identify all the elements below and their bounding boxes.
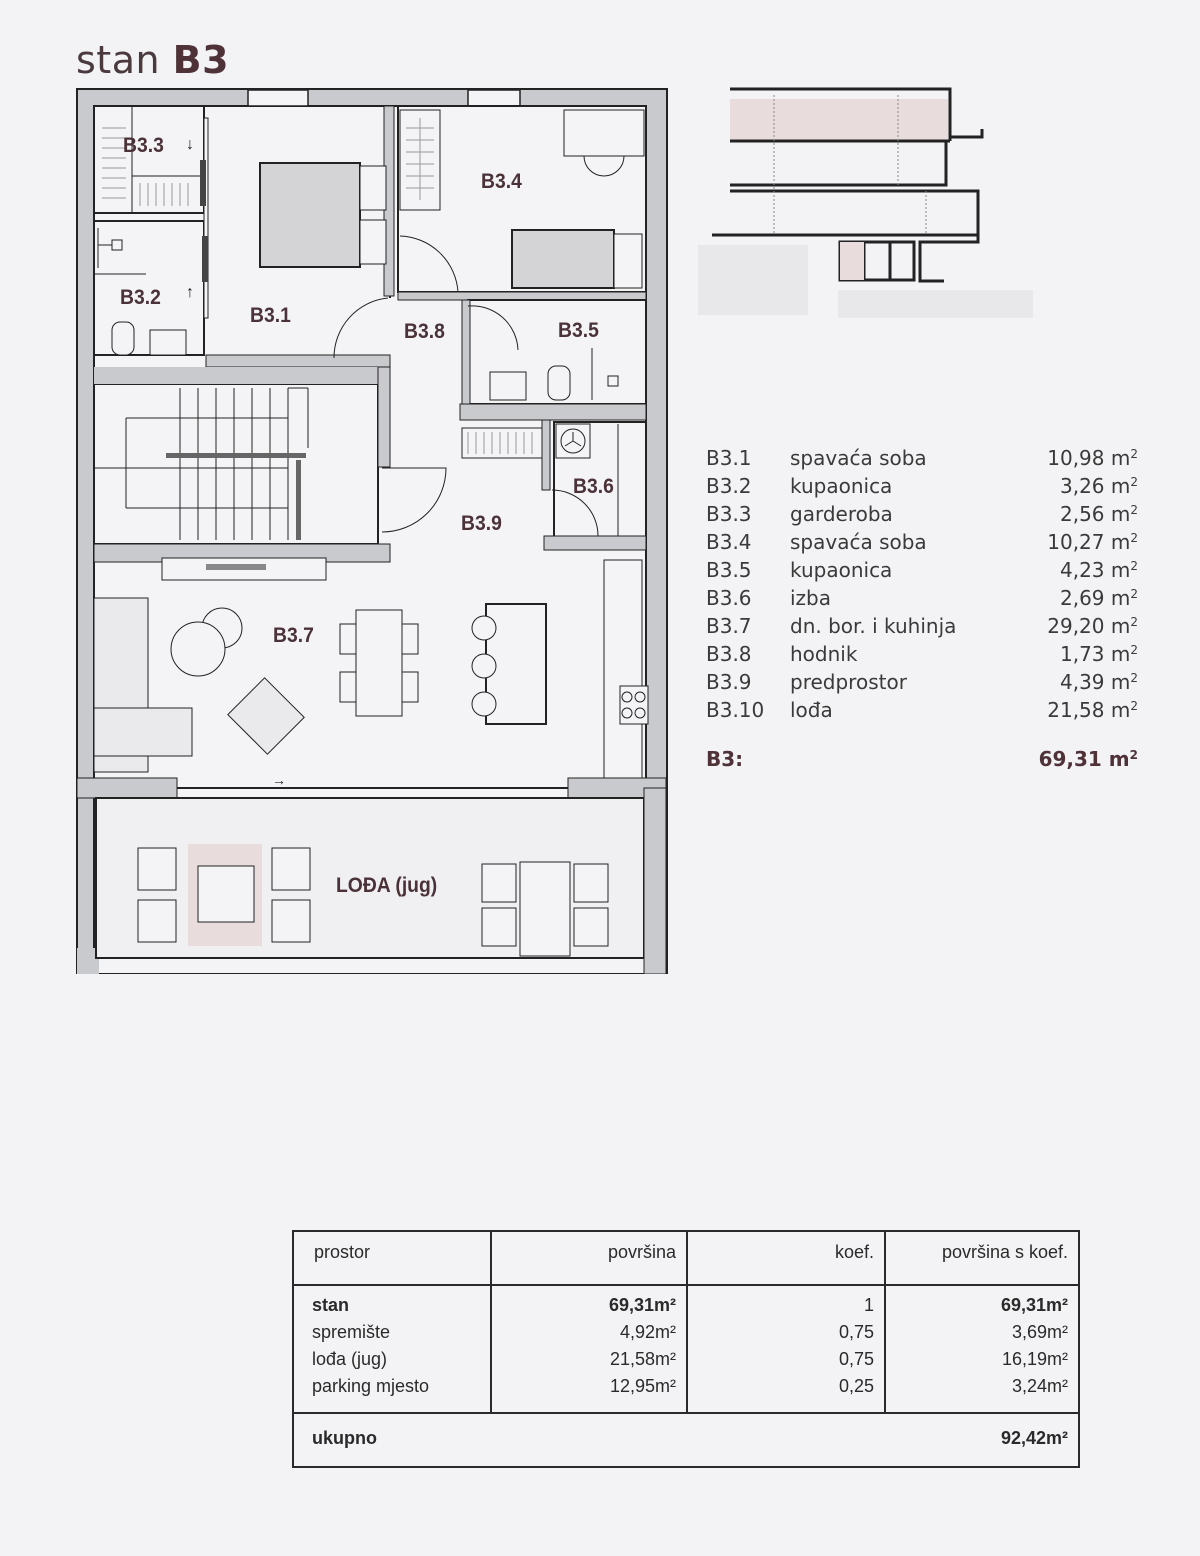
table-cell: 21,58m² (609, 1349, 676, 1369)
rooms-total-row: B3: 69,31 m2 (706, 744, 1146, 774)
room-code: B3.4 (706, 530, 752, 554)
room-area: 29,20 m2 (1047, 614, 1138, 638)
room-name: spavaća soba (790, 446, 927, 470)
table-cell: 4,92m² (619, 1322, 676, 1342)
room-label-b3-7: B3.7 (273, 624, 314, 647)
room-label-b3-5: B3.5 (558, 319, 599, 342)
floor-plan: B3.3 ↓ B3.2 ↑ B3.1 B3.4 B3.8 B3.5 B3.6 B… (76, 88, 668, 974)
table-cell: 12,95m² (609, 1376, 676, 1396)
room-code: B3.2 (706, 474, 752, 498)
arrow-right-icon: → (272, 772, 286, 788)
room-area: 4,39 m2 (1059, 670, 1138, 694)
table-cell: 69,31m² (608, 1295, 676, 1315)
room-area: 10,27 m2 (1047, 530, 1138, 554)
room-label-loggia: LOĐA (jug) (336, 874, 438, 897)
room-name: kupaonica (790, 474, 893, 498)
header-povrsina-s-koef: površina s koef. (941, 1242, 1068, 1262)
room-area: 2,69 m2 (1059, 586, 1138, 610)
room-name: hodnik (790, 642, 858, 666)
table-footer: ukupno 92,42m² (294, 1414, 1078, 1466)
room-name: garderoba (790, 502, 893, 526)
room-area: 1,73 m2 (1059, 642, 1138, 666)
section-diagram (698, 85, 1038, 320)
table-cell: spremište (312, 1322, 391, 1342)
room-row: B3.5 kupaonica 4,23 m2 (706, 556, 1146, 584)
room-code: B3.3 (706, 502, 752, 526)
room-row: B3.3 garderoba 2,56 m2 (706, 500, 1146, 528)
room-code: B3.1 (706, 446, 752, 470)
room-area: 4,23 m2 (1059, 558, 1138, 582)
room-label-b3-3: B3.3 (123, 134, 164, 157)
room-name: spavaća soba (790, 530, 927, 554)
room-code: B3.7 (706, 614, 752, 638)
room-areas-list: B3.1 spavaća soba 10,98 m2 B3.2 kupaonica 3,… (706, 444, 1146, 774)
room-row: B3.2 kupaonica 3,26 m2 (706, 472, 1146, 500)
table-cell: 3,69m² (1011, 1322, 1068, 1342)
room-label-b3-9: B3.9 (461, 512, 502, 535)
room-code: B3.5 (706, 558, 752, 582)
table-cell: 3,24m² (1011, 1376, 1068, 1396)
table-cell: parking mjesto (312, 1376, 430, 1396)
room-row: B3.1 spavaća soba 10,98 m2 (706, 444, 1146, 472)
header-prostor: prostor (314, 1242, 371, 1262)
room-area: 2,56 m2 (1059, 502, 1138, 526)
arrow-down-icon: ↓ (186, 136, 194, 153)
table-cell: 0,75 (838, 1349, 874, 1369)
table-cell: 1 (863, 1295, 874, 1315)
total-area: 69,31 m2 (1038, 747, 1138, 771)
room-name: izba (790, 586, 832, 610)
room-label-b3-1: B3.1 (250, 304, 291, 327)
room-row: B3.6 izba 2,69 m2 (706, 584, 1146, 612)
room-name: lođa (790, 698, 833, 722)
room-code: B3.6 (706, 586, 752, 610)
table-cell: 0,25 (838, 1376, 874, 1396)
floor-plan-drawing (76, 88, 668, 974)
room-area: 10,98 m2 (1047, 446, 1138, 470)
room-label-b3-2: B3.2 (120, 286, 161, 309)
room-name: kupaonica (790, 558, 893, 582)
arrow-up-icon: ↑ (186, 284, 194, 301)
building-section-drawing (698, 87, 1033, 318)
title-prefix: stan (76, 38, 161, 82)
table-cell: 16,19m² (1001, 1349, 1068, 1369)
page-title: stan B3 (76, 38, 229, 82)
area-coefficient-table: prostor površina koef. površina s koef. … (292, 1230, 1080, 1468)
room-code: B3.9 (706, 670, 752, 694)
room-code: B3.8 (706, 642, 752, 666)
table-cell: lođa (jug) (312, 1349, 388, 1369)
room-row: B3.9 predprostor 4,39 m2 (706, 668, 1146, 696)
room-area: 3,26 m2 (1059, 474, 1138, 498)
header-koef: koef. (834, 1242, 874, 1262)
total-value: 92,42m² (1000, 1428, 1068, 1448)
table-header: prostor površina koef. površina s koef. (294, 1232, 1078, 1286)
room-row: B3.7 dn. bor. i kuhinja 29,20 m2 (706, 612, 1146, 640)
room-label-b3-8: B3.8 (404, 320, 445, 343)
room-label-b3-6: B3.6 (573, 475, 614, 498)
room-row: B3.8 hodnik 1,73 m2 (706, 640, 1146, 668)
total-code: B3: (706, 747, 744, 771)
room-code: B3.10 (706, 698, 765, 722)
room-name: dn. bor. i kuhinja (790, 614, 957, 638)
table-cell: 69,31m² (1000, 1295, 1068, 1315)
room-row: B3.10 lođa 21,58 m2 (706, 696, 1146, 724)
table-body: stan spremište lođa (jug) parking mjesto… (294, 1284, 1078, 1414)
total-label: ukupno (312, 1428, 377, 1448)
room-label-b3-4: B3.4 (481, 170, 522, 193)
room-name: predprostor (790, 670, 907, 694)
table-cell: stan (312, 1295, 350, 1315)
room-area: 21,58 m2 (1047, 698, 1138, 722)
header-povrsina: površina (607, 1242, 676, 1262)
room-row: B3.4 spavaća soba 10,27 m2 (706, 528, 1146, 556)
table-cell: 0,75 (838, 1322, 874, 1342)
title-unit: B3 (172, 38, 230, 82)
